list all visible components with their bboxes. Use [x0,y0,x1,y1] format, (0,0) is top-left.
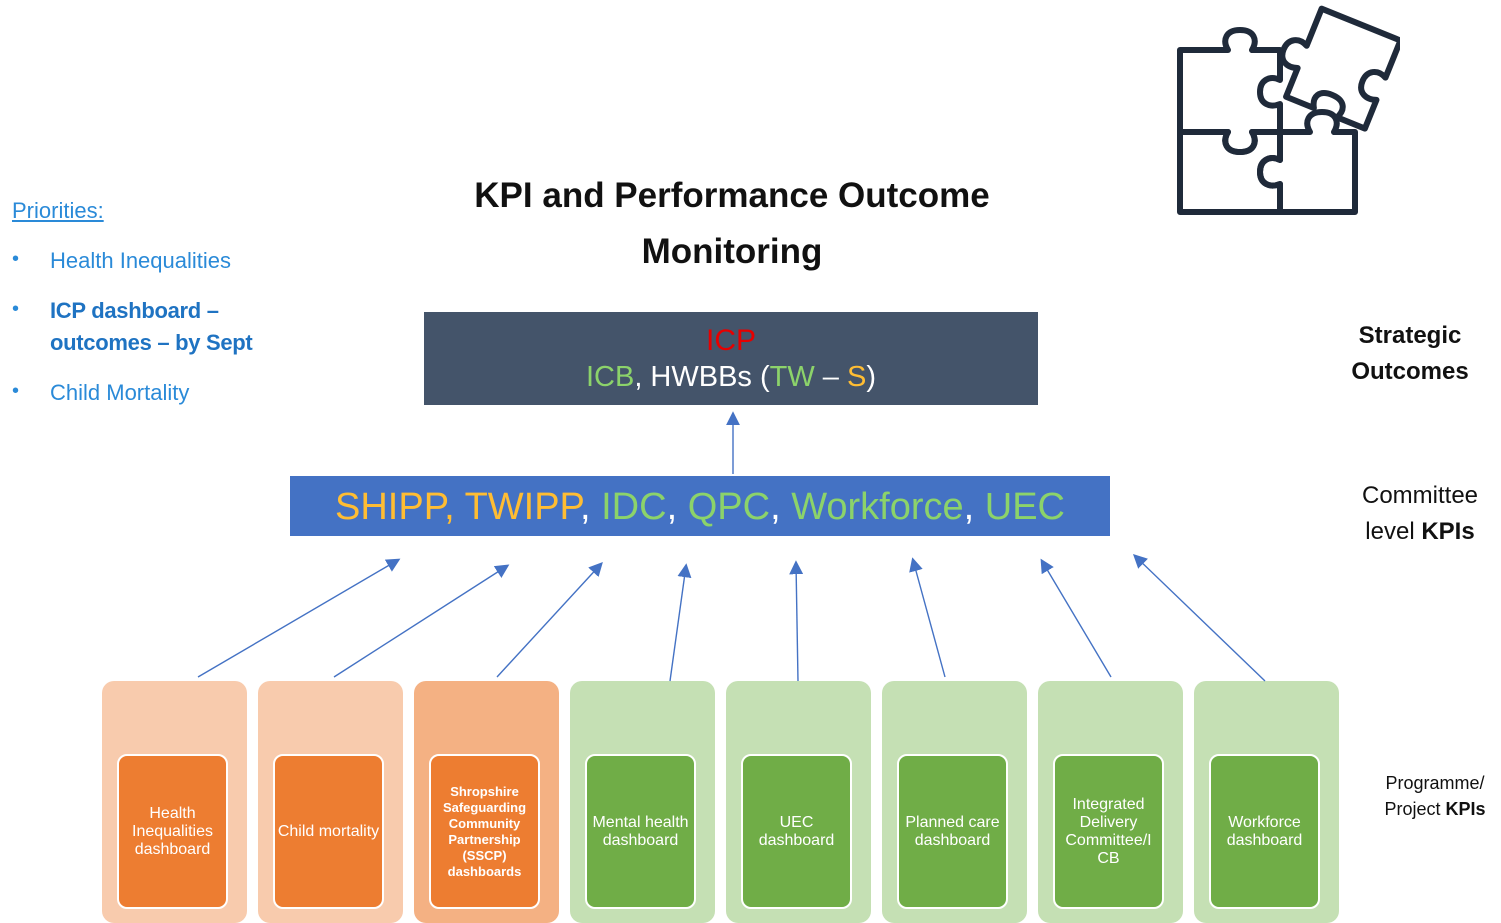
idc-label: IDC [601,486,667,528]
icb-label: ICB [585,361,635,393]
arrow-uec [789,560,804,682]
dashboard-card-health-inequalities: Health Inequalities dashboard [102,681,247,923]
dashboard-child-mortality: Child mortality [273,754,384,909]
arrow-planned-care [909,557,946,678]
arrow-workforce [1132,554,1266,682]
strategic-line1: Strategic [1358,322,1462,349]
arrow-mental-health [669,563,692,682]
dashboard-card-workforce: Workforce dashboard [1194,681,1339,923]
dashboard-uec: UEC dashboard [741,754,852,909]
priority-item-icp-dashboard: ICP dashboard – outcomes – by Sept [50,298,253,355]
priority-bullet: • [12,248,20,270]
arrow-child-mortality [333,564,510,678]
committee-level-label: Committee level KPIs [1330,478,1501,550]
committee-line2: level KPIs [1330,514,1501,550]
uec-label: UEC [984,486,1065,528]
strategic-line2: Outcomes [1351,358,1469,385]
priority-bullet: • [12,298,20,320]
page-title: KPI and Performance Outcome Monitoring [474,176,990,271]
workforce-label: Workforce [791,486,964,528]
priority-item-health-inequalities: Health Inequalities [50,248,232,273]
committee-line2a: level [1365,518,1422,545]
qpc-label: QPC [687,486,771,528]
dashboard-health-inequalities: Health Inequalities dashboard [117,754,228,909]
dashboard-card-mental-health: Mental health dashboard [570,681,715,923]
dashboard-mental-health: Mental health dashboard [585,754,696,909]
priority-bullet: • [12,380,20,402]
separator: , [963,486,985,528]
s-label: S [847,361,867,393]
shipp-twipp-label: SHIPP, TWIPP [335,486,580,528]
committee-box: SHIPP, TWIPP, IDC, QPC, Workforce, UEC [290,476,1110,536]
arrow-health-inequalities [197,558,401,678]
dashboard-workforce: Workforce dashboard [1209,754,1320,909]
dashboard-card-sscp: Shropshire Safeguarding Community Partne… [414,681,559,923]
icp-bodies-line: ICB, HWBBs (TW – S) [424,356,1038,398]
committee-line2b: KPIs [1421,518,1475,545]
close-paren: ) [866,361,877,393]
dashboard-planned-care: Planned care dashboard [897,754,1008,909]
dashboard-card-planned-care: Planned care dashboard [882,681,1027,923]
programme-line2: Project KPIs [1360,796,1501,822]
priorities-title: Priorities: [12,198,104,223]
dashboard-card-integrated-delivery: Integrated Delivery Committee/I CB [1038,681,1183,923]
tw-label: TW [769,361,815,393]
separator: , [770,486,792,528]
dashboard-card-child-mortality: Child mortality [258,681,403,923]
dash-label: – [814,361,847,393]
strategic-outcomes-label: Strategic Outcomes [1330,318,1490,390]
arrow-sscp [496,561,603,678]
arrow-integrated-delivery [1040,558,1112,678]
programme-line1: Programme/ [1385,773,1485,793]
dashboard-card-uec: UEC dashboard [726,681,871,923]
programme-line2b: KPIs [1445,799,1486,819]
programme-project-label: Programme/ Project KPIs [1360,770,1501,822]
programme-line2a: Project [1384,799,1446,819]
committee-line1: Committee [1361,482,1479,509]
separator: , [666,486,688,528]
dashboard-sscp: Shropshire Safeguarding Community Partne… [429,754,540,909]
dashboard-integrated-delivery: Integrated Delivery Committee/I CB [1053,754,1164,909]
hwbbs-label: , HWBBs ( [634,361,770,393]
icp-label: ICP [705,324,756,357]
priority-item-child-mortality: Child Mortality [50,380,190,405]
separator: , [580,486,602,528]
puzzle-pieces-icon [1177,5,1400,215]
icp-strategic-box: ICP ICB, HWBBs (TW – S) [424,312,1038,405]
